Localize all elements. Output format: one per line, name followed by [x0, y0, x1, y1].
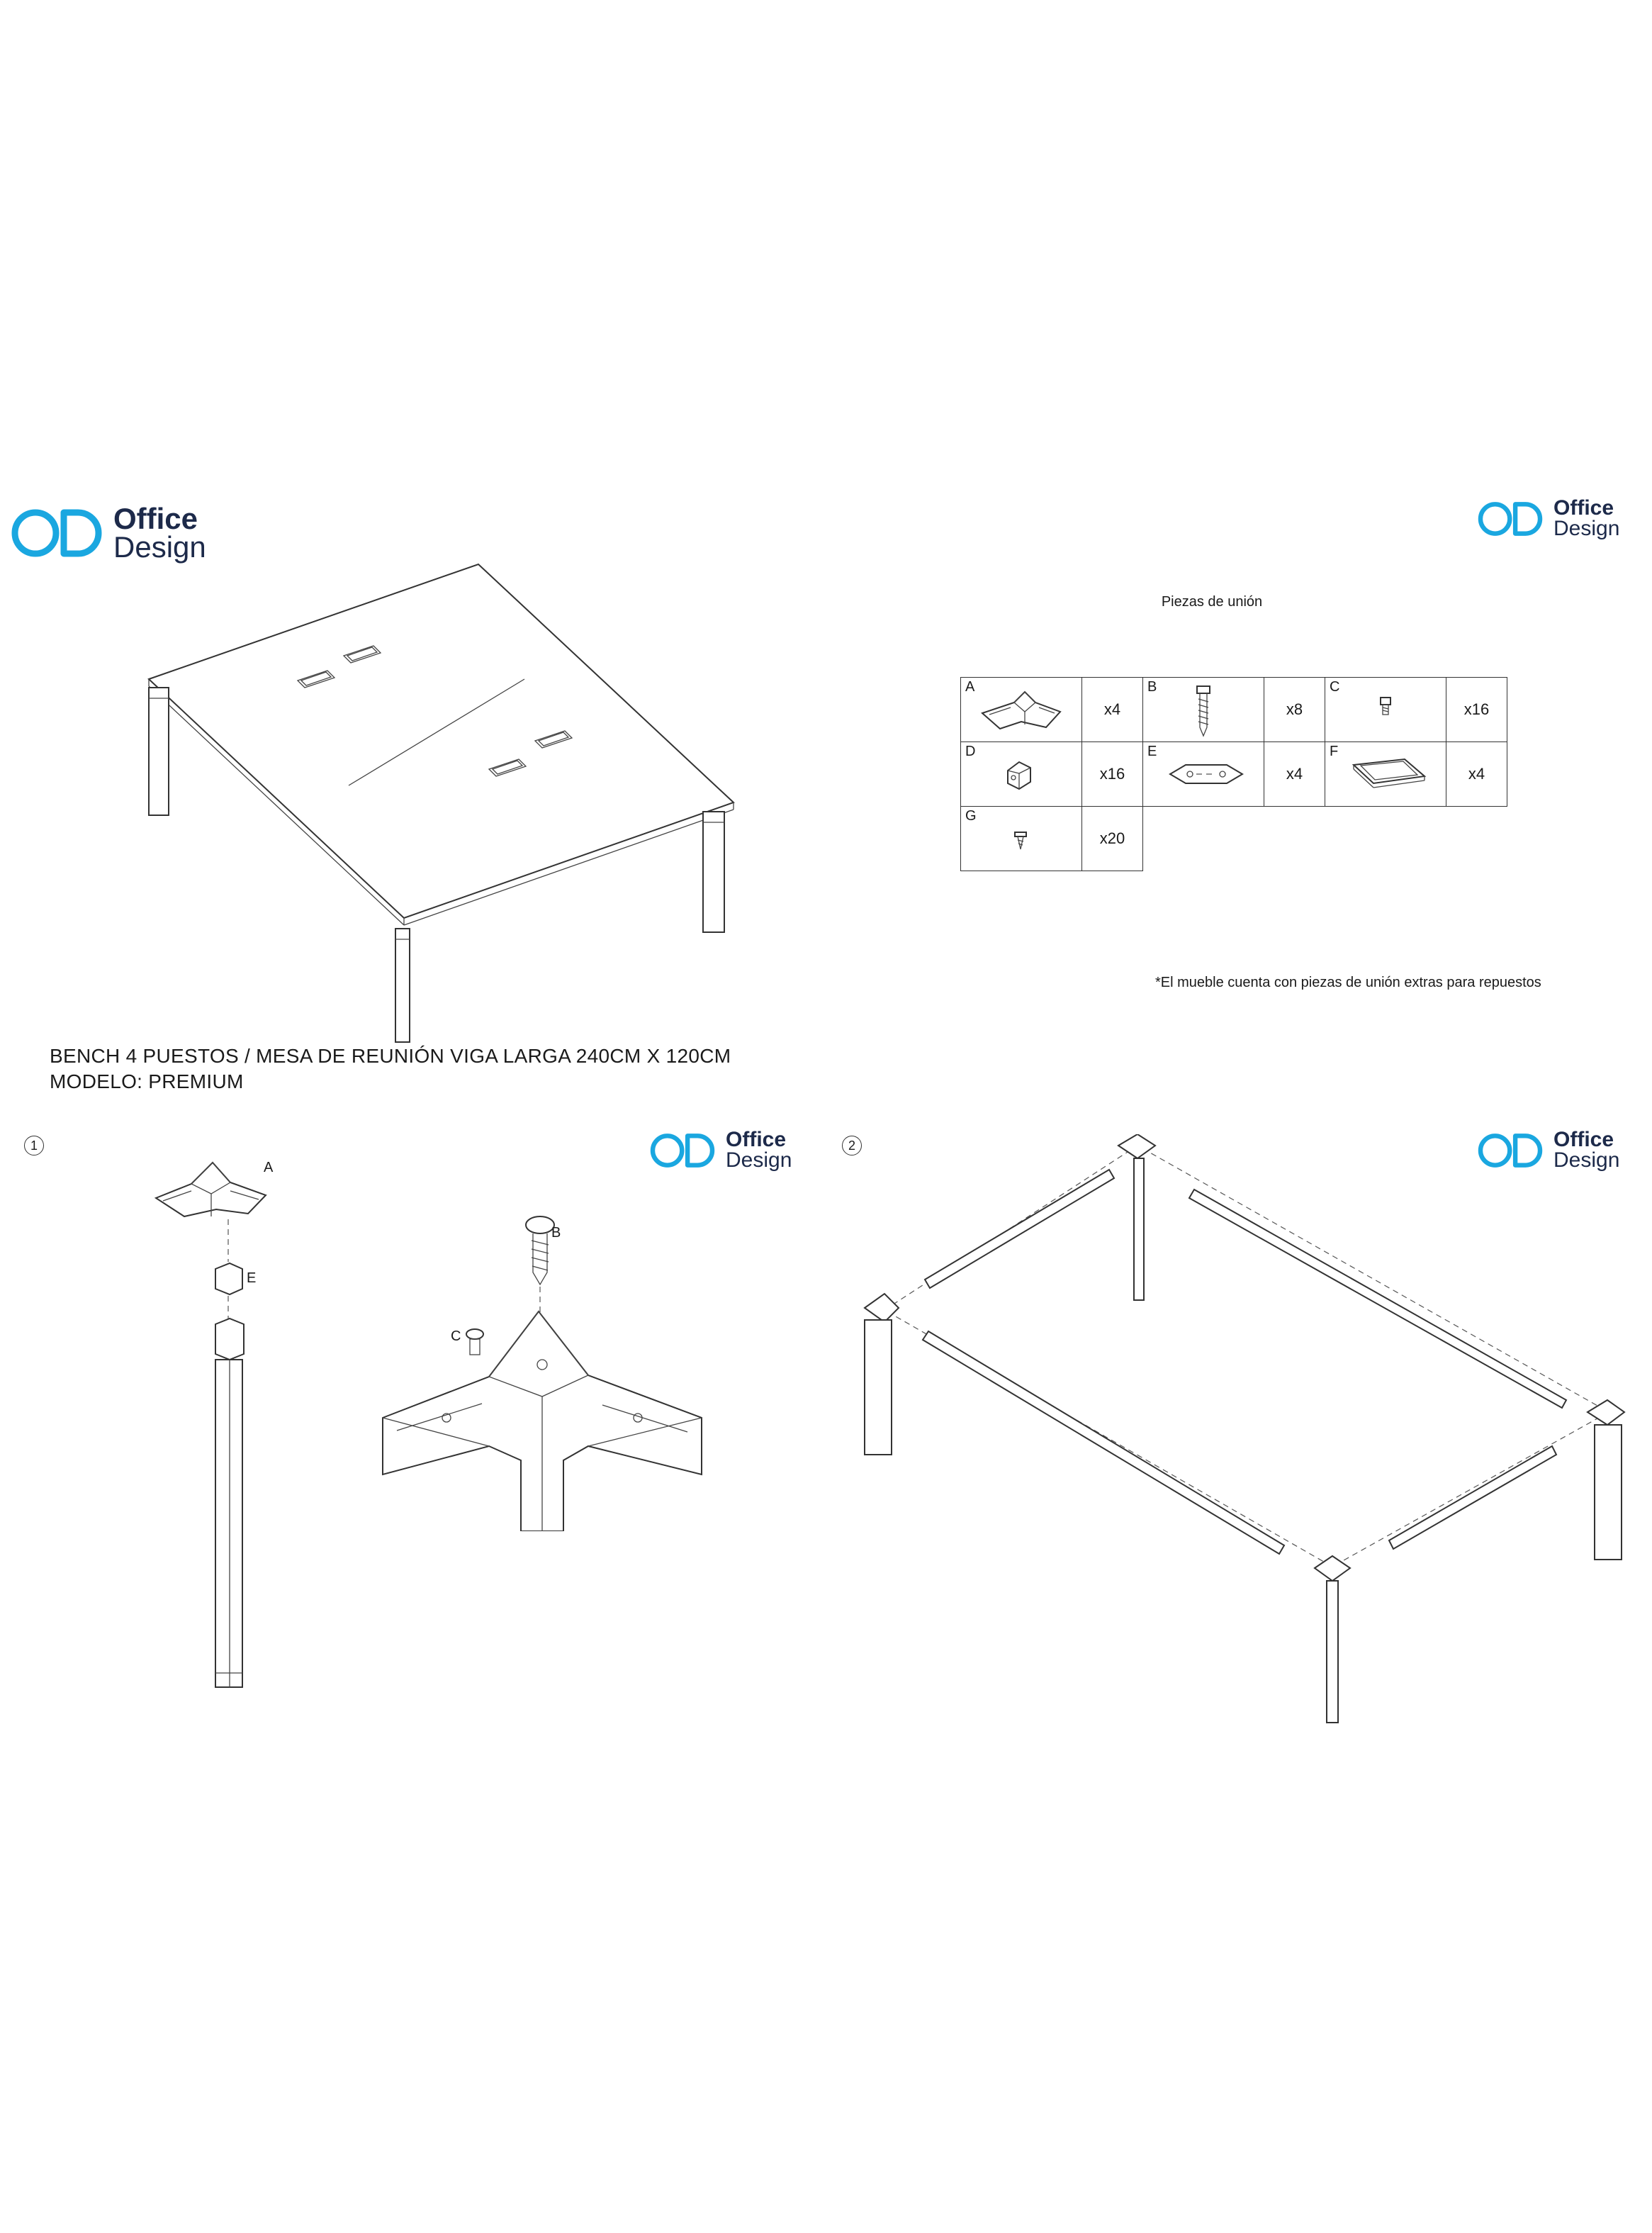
part-qty-a: x4: [1081, 677, 1143, 742]
cable-grommet-icon: [1352, 758, 1427, 788]
product-title: BENCH 4 PUESTOS / MESA DE REUNIÓN VIGA L…: [50, 1045, 731, 1067]
corner-bracket-icon: [382, 1310, 702, 1531]
short-screw-icon: [1014, 832, 1027, 850]
step-number-2: 2: [842, 1136, 862, 1155]
wood-screw-icon: [525, 1216, 555, 1286]
od-logo-icon: [1478, 1133, 1543, 1168]
part-qty-g: x20: [1081, 806, 1143, 871]
callout-c: C: [451, 1328, 461, 1344]
step-number-1: 1: [24, 1136, 44, 1155]
step2-frame-assembly-drawing: [863, 1134, 1626, 1723]
part-cell-c: C: [1325, 677, 1446, 742]
table-leg-icon: [215, 1317, 245, 1688]
part-letter: D: [965, 744, 976, 759]
table-legs-icon: [148, 687, 725, 1043]
part-letter: G: [965, 808, 977, 824]
brand-word-office: Office: [1553, 496, 1614, 520]
frame-outline: [883, 1145, 1610, 1567]
brand-logo-main: Office Design: [10, 502, 206, 564]
brand-logo-step1: Office Design: [649, 1128, 792, 1172]
parts-title: Piezas de unión: [1161, 594, 1263, 610]
connector-plate-icon: [1169, 764, 1244, 784]
wood-screw-icon: [1196, 685, 1210, 737]
brand-word-design: Design: [1553, 1148, 1620, 1172]
table-legs-icon: [864, 1158, 1622, 1723]
parts-row: A x4 B x8 C: [960, 677, 1507, 742]
parts-row: G x20: [960, 806, 1507, 871]
step1-leg-assembly-drawing: [154, 1161, 267, 1688]
part-letter: E: [1147, 744, 1157, 759]
frame-beams-icon: [921, 1168, 1568, 1555]
part-cell-f: F: [1325, 741, 1446, 807]
part-letter: A: [965, 679, 975, 695]
cable-grommet-icon: [296, 645, 573, 777]
part-cell-d: D: [960, 741, 1082, 807]
parts-row: D x16 E x4 F: [960, 741, 1507, 807]
brand-word-office: Office: [113, 502, 198, 535]
brand-word-office: Office: [726, 1128, 787, 1151]
part-letter: B: [1147, 679, 1157, 695]
connector-plate-icon: [215, 1262, 243, 1296]
parts-table: A x4 B x8 C: [960, 677, 1507, 871]
table-top-icon: [147, 563, 735, 919]
brand-logo-step2: Office Design: [1477, 1128, 1620, 1172]
part-qty-d: x16: [1081, 741, 1143, 807]
od-logo-icon: [650, 1133, 715, 1168]
part-qty-b: x8: [1264, 677, 1325, 742]
od-logo-icon: [1478, 501, 1543, 536]
part-letter: F: [1330, 744, 1339, 759]
part-qty-e: x4: [1264, 741, 1325, 807]
small-bolt-icon: [466, 1328, 484, 1355]
part-letter: C: [1330, 679, 1340, 695]
brand-word-design: Design: [1553, 516, 1620, 540]
callout-a: A: [264, 1160, 274, 1175]
part-qty-c: x16: [1446, 677, 1507, 742]
part-cell-a: A: [960, 677, 1082, 742]
step1-bracket-detail-drawing: [382, 1216, 702, 1531]
corner-bracket-icon: [863, 1134, 1626, 1582]
corner-bracket-icon: [154, 1161, 267, 1218]
corner-bracket-icon: [981, 690, 1062, 730]
top-split-line: [348, 678, 525, 786]
callout-b: B: [551, 1225, 561, 1241]
brand-word-design: Design: [113, 530, 206, 564]
part-qty-f: x4: [1446, 741, 1507, 807]
brand-word-design: Design: [726, 1148, 792, 1172]
clip-icon: [1007, 761, 1031, 790]
spare-parts-note: *El mueble cuenta con piezas de unión ex…: [1155, 975, 1541, 990]
part-cell-e: E: [1142, 741, 1264, 807]
part-cell-g: G: [960, 806, 1082, 871]
od-logo-icon: [11, 509, 102, 557]
assembled-table-drawing: [147, 563, 735, 1043]
product-model: MODELO: PREMIUM: [50, 1070, 244, 1092]
small-bolt-icon: [1380, 697, 1391, 715]
part-cell-b: B: [1142, 677, 1264, 742]
brand-logo-top-right: Office Design: [1477, 498, 1619, 539]
brand-word-office: Office: [1553, 1128, 1614, 1151]
callout-e: E: [247, 1270, 257, 1286]
